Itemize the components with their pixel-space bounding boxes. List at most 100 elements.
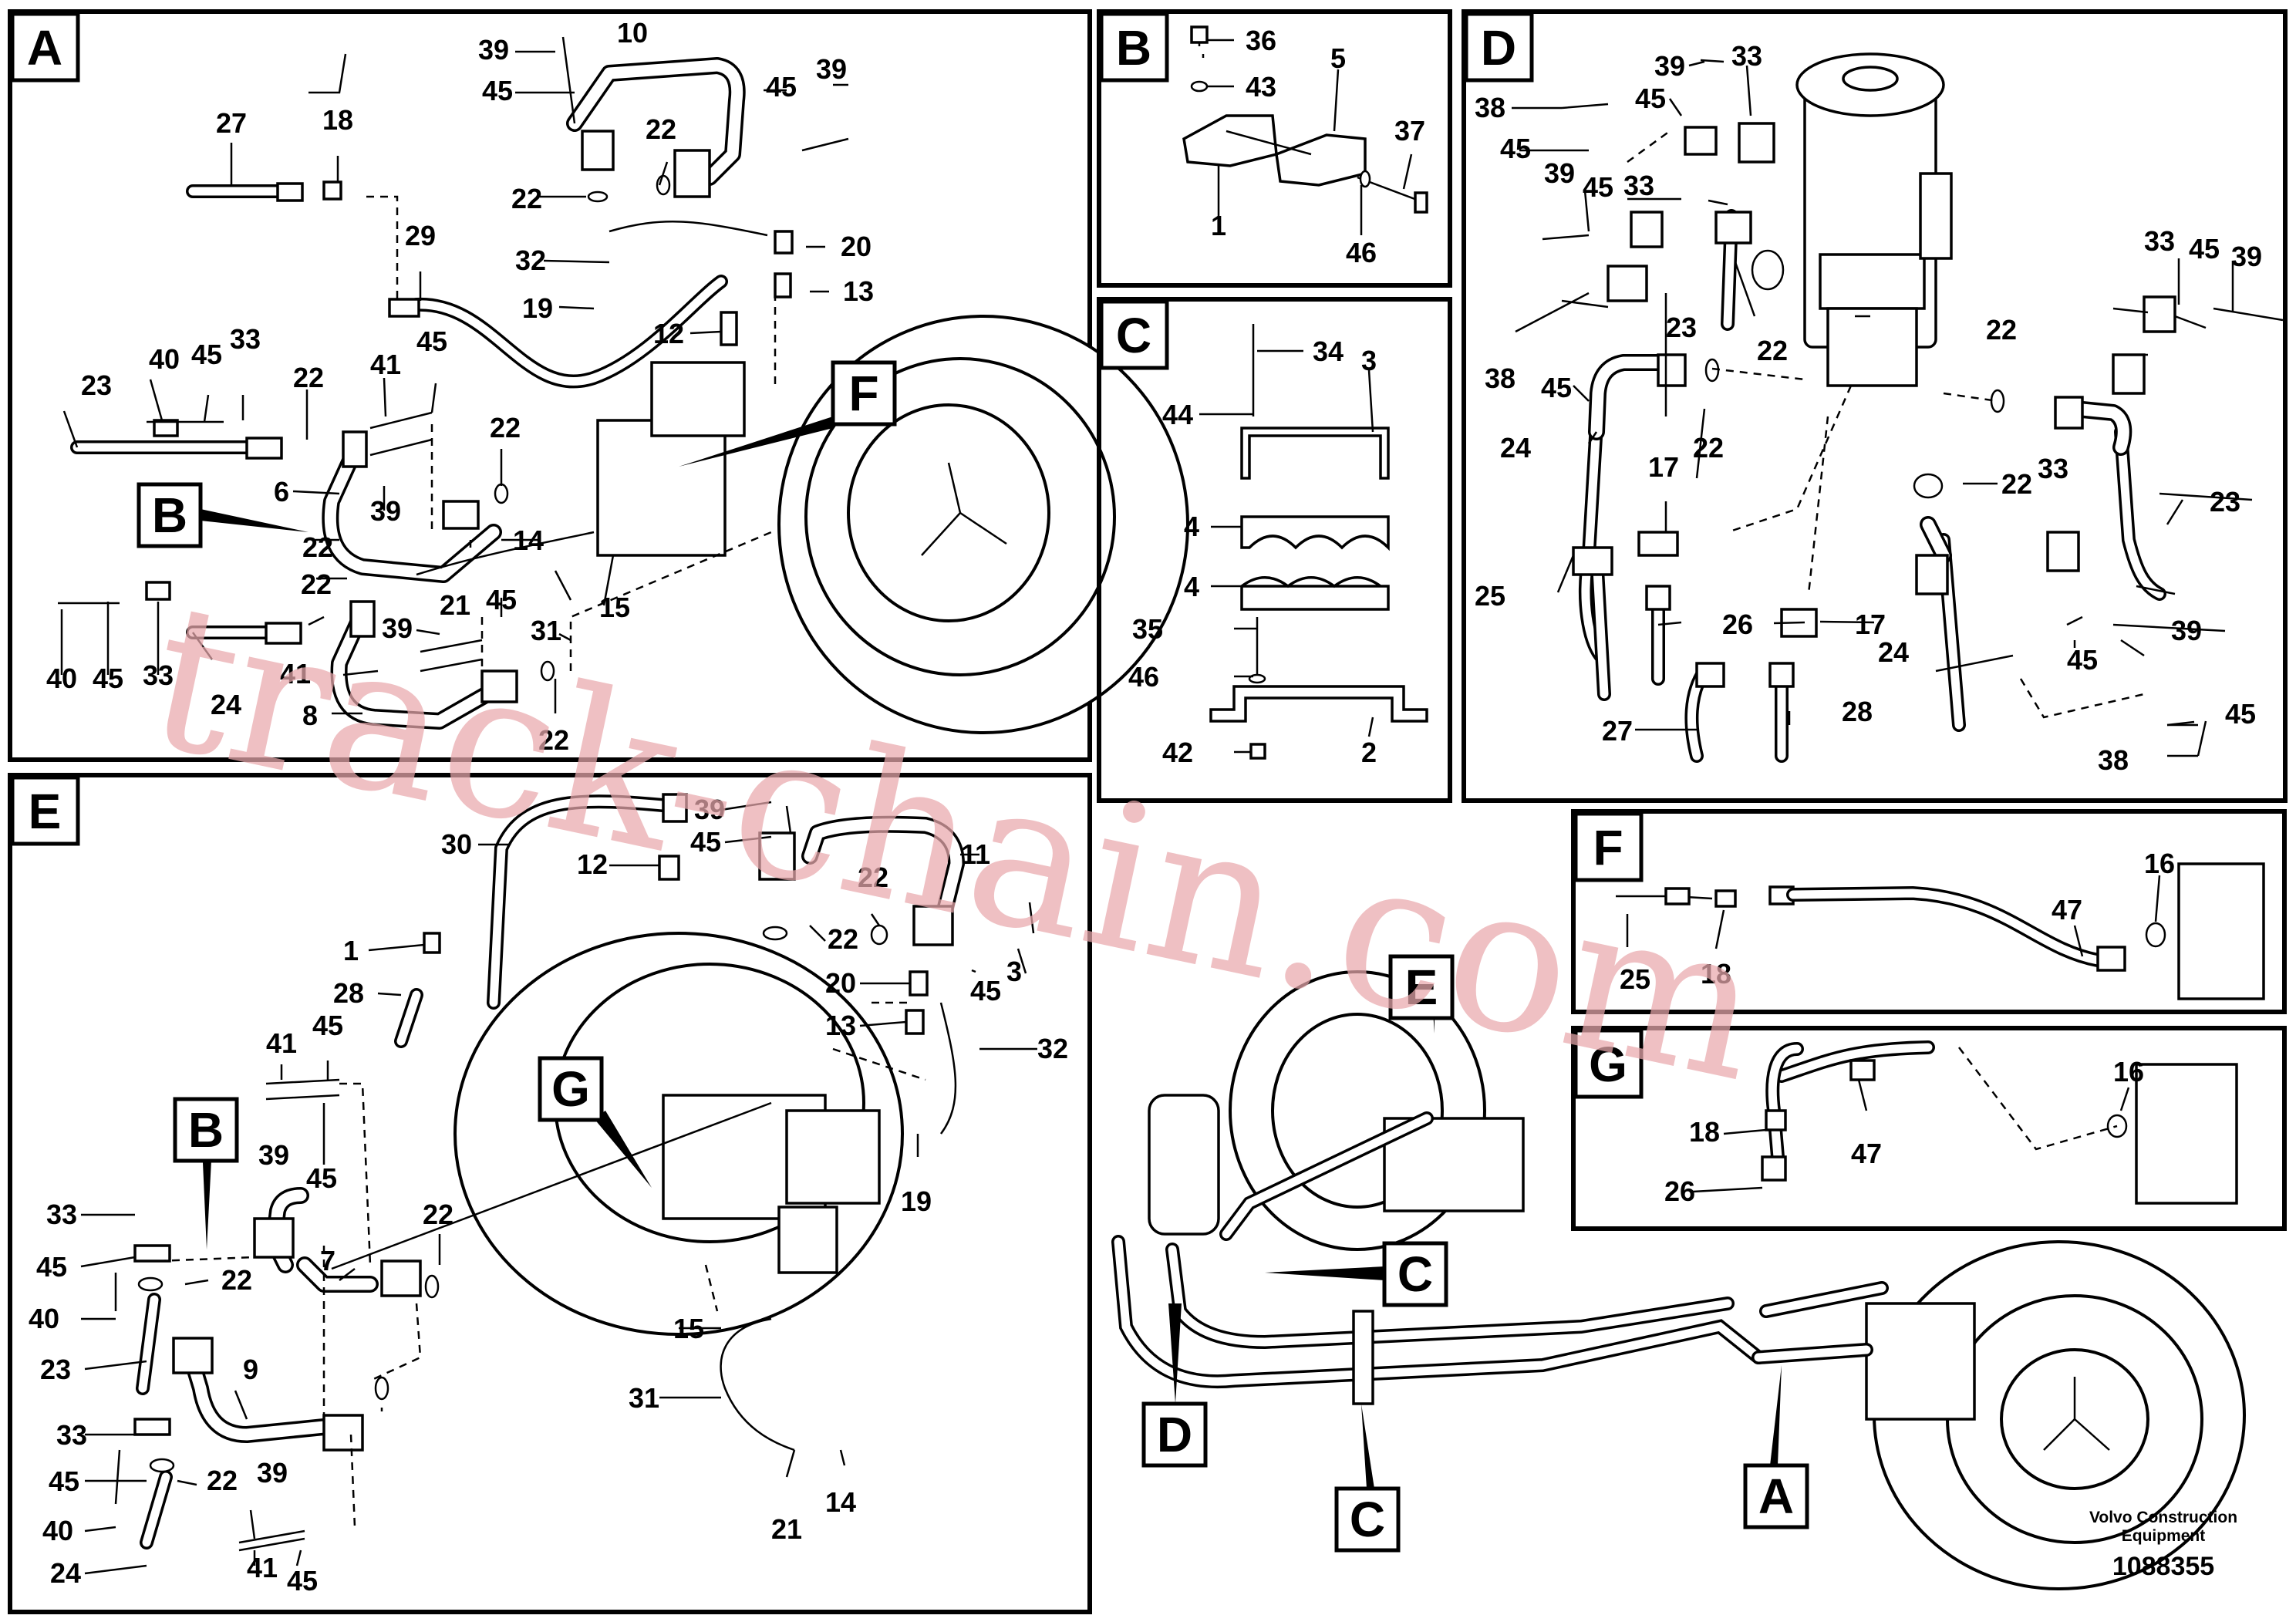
flange-11b	[912, 905, 954, 946]
label-a-41: 41	[370, 349, 401, 380]
overview-c2-box	[1334, 1486, 1401, 1553]
panel-b-letter: B	[1116, 20, 1151, 76]
label-f-16: 16	[2144, 848, 2175, 879]
bolt-36	[1190, 25, 1209, 44]
label-a-21: 21	[440, 589, 470, 621]
fitting-28	[1768, 662, 1795, 688]
fitting-47-b	[2096, 946, 2126, 972]
label-a-31: 31	[531, 615, 561, 646]
panel-c: C 34 3 44 4 4 35 46 42 2	[1097, 297, 1452, 803]
callout-g-pointer	[594, 1111, 652, 1188]
label-e-45: 45	[690, 826, 721, 858]
flange-6	[342, 430, 368, 468]
label-e-21: 21	[771, 1513, 802, 1545]
label-e-45g: 45	[287, 1565, 318, 1597]
label-e-14: 14	[825, 1486, 856, 1518]
panel-g-letter: G	[1589, 1037, 1627, 1092]
label-d-39c: 39	[2231, 241, 2262, 272]
oring-e2	[149, 1458, 175, 1473]
label-g-16: 16	[2113, 1056, 2144, 1088]
panel-d-letter: D	[1481, 20, 1516, 76]
swivel-base	[1826, 307, 1918, 387]
clamp-e1	[380, 1259, 422, 1297]
callout-b-e-pointer	[202, 1145, 212, 1249]
label-b-37: 37	[1394, 115, 1425, 147]
label-a-32: 32	[515, 244, 546, 276]
clamp-d1	[1607, 265, 1648, 302]
washer-46	[1359, 170, 1371, 188]
label-d-27: 27	[1602, 715, 1633, 747]
label-d-45: 45	[1635, 83, 1666, 114]
fitting-20-e	[909, 970, 929, 996]
panel-a: A	[8, 9, 1189, 762]
label-e-30: 30	[441, 828, 472, 860]
fitting-30	[662, 793, 688, 823]
oring-e6	[762, 926, 788, 941]
overview-c2-pointer	[1361, 1404, 1374, 1489]
callout-b-e-box	[173, 1097, 239, 1163]
label-e-41: 41	[266, 1027, 297, 1059]
label-b-36: 36	[1246, 25, 1276, 56]
overview-hub-star	[2043, 1377, 2110, 1451]
adapter-18-g	[1765, 1109, 1787, 1131]
fitting-24	[265, 622, 302, 645]
panel-e-valve-bottom	[777, 1206, 838, 1274]
callout-f-letter: F	[848, 366, 878, 421]
overview-d-box	[1141, 1401, 1208, 1468]
label-a-33b: 33	[143, 659, 174, 691]
label-e-39b: 39	[258, 1139, 289, 1171]
label-e-22f: 22	[207, 1465, 238, 1496]
overview: E C D C A	[1111, 954, 2246, 1590]
fitting-d1	[1657, 353, 1687, 387]
label-d-45d: 45	[2189, 233, 2220, 265]
label-e-12: 12	[577, 848, 608, 880]
panel-c-letter-box	[1099, 299, 1169, 370]
overview-a-pointer	[1770, 1365, 1782, 1465]
label-a-22f: 22	[301, 568, 332, 600]
fitting-1	[423, 932, 441, 954]
label-d-17b: 17	[1855, 609, 1886, 640]
label-b-1: 1	[1211, 210, 1226, 241]
part-33b	[145, 581, 171, 601]
panel-g-letter-box	[1573, 1028, 1644, 1099]
fitting-d3	[1714, 211, 1752, 244]
clamp-d7	[2046, 531, 2080, 572]
label-e-13: 13	[825, 1010, 856, 1041]
callout-b-box	[137, 482, 203, 548]
label-d-22: 22	[1757, 335, 1788, 366]
label-f-47: 47	[2052, 894, 2082, 926]
label-c-3: 3	[1361, 345, 1377, 376]
fitting-20	[774, 230, 794, 255]
label-b-5: 5	[1330, 42, 1346, 74]
label-a-24: 24	[211, 689, 241, 720]
label-a-39c: 39	[370, 495, 401, 527]
panel-d: D	[1462, 9, 2288, 803]
flange-10	[581, 130, 615, 171]
label-a-20: 20	[841, 231, 872, 262]
part-33	[153, 419, 179, 437]
label-d-22c: 22	[1693, 432, 1724, 464]
label-d-45b: 45	[1500, 133, 1531, 164]
oring-e3	[424, 1274, 440, 1299]
clamp-4-upper	[1240, 515, 1390, 551]
swivel-flange	[1819, 253, 1926, 310]
label-d-39d: 39	[2171, 615, 2202, 646]
flange-8	[349, 600, 376, 638]
overview-c-pointer	[1265, 1266, 1384, 1280]
label-d-33d: 33	[2038, 453, 2068, 484]
tee-17	[1637, 531, 1679, 557]
panel-a-hub-star	[921, 462, 1007, 556]
label-c-4: 4	[1184, 511, 1199, 542]
overview-c-box	[1382, 1241, 1448, 1307]
label-c-35: 35	[1132, 613, 1163, 645]
label-e-24: 24	[50, 1557, 81, 1589]
panel-g-valve	[2135, 1063, 2238, 1205]
label-a-45c: 45	[191, 339, 222, 370]
label-d-23b: 23	[2210, 486, 2240, 518]
label-d-22d: 22	[2001, 468, 2032, 500]
label-b-43: 43	[1246, 71, 1276, 103]
overview-e-box	[1388, 954, 1455, 1020]
fitting-13	[774, 272, 792, 298]
fitting-29	[388, 298, 420, 318]
label-a-40: 40	[149, 343, 180, 375]
